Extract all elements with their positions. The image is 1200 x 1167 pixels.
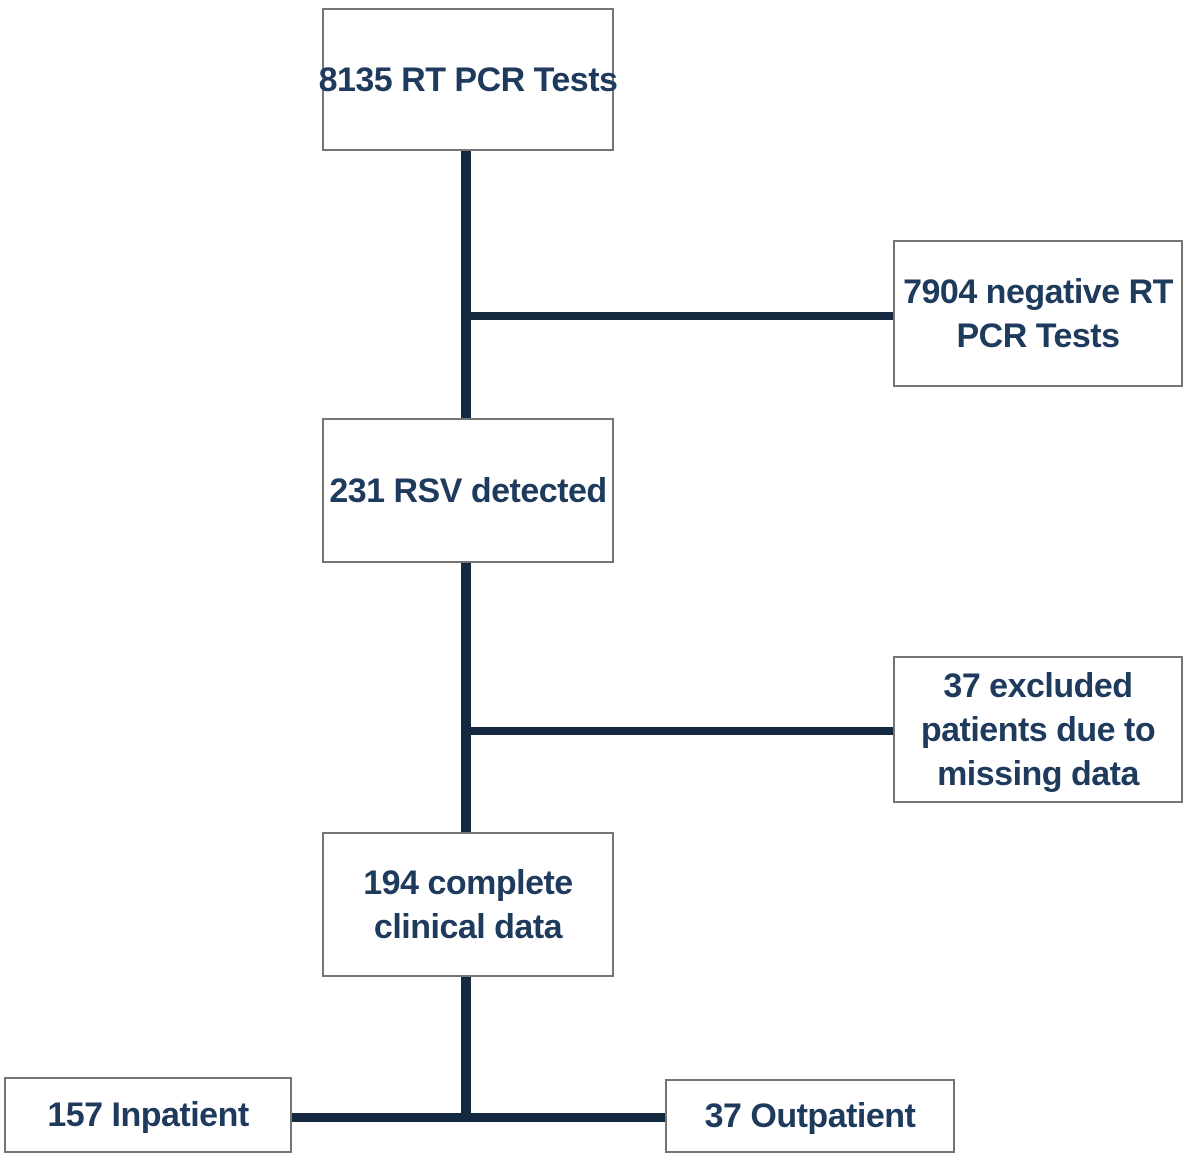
flow-box-rt-pcr-tests: 8135 RT PCR Tests — [319, 8, 618, 151]
flow-box-rt-pcr-tests-label: 8135 RT PCR Tests — [318, 60, 618, 99]
connector-inpatient-outpatient — [290, 1113, 667, 1122]
connector-branch-negative — [463, 312, 895, 320]
flow-box-complete-clinical-data: 194 complete clinical data — [322, 832, 614, 977]
connector-tests-to-rsv — [461, 148, 471, 421]
connector-branch-excluded — [463, 727, 895, 735]
flow-box-negative-tests-label: 7904 negative RT PCR Tests — [903, 272, 1173, 355]
flow-box-excluded-patients: 37 excluded patients due to missing data — [893, 656, 1183, 803]
flow-box-complete-clinical-data-label: 194 complete clinical data — [363, 863, 573, 946]
flow-box-outpatient-label: 37 Outpatient — [704, 1097, 916, 1135]
flow-box-negative-tests: 7904 negative RT PCR Tests — [893, 240, 1183, 387]
flow-box-excluded-patients-label: 37 excluded patients due to missing data — [920, 666, 1156, 793]
flow-box-rsv-detected: 231 RSV detected — [322, 418, 614, 563]
connector-complete-to-split — [461, 974, 471, 1122]
flow-box-rsv-detected-label: 231 RSV detected — [329, 471, 607, 510]
flow-box-inpatient: 157 Inpatient — [4, 1077, 292, 1153]
flow-box-inpatient-label: 157 Inpatient — [47, 1096, 249, 1134]
flow-box-outpatient: 37 Outpatient — [665, 1079, 955, 1153]
connector-rsv-to-complete — [461, 560, 471, 835]
